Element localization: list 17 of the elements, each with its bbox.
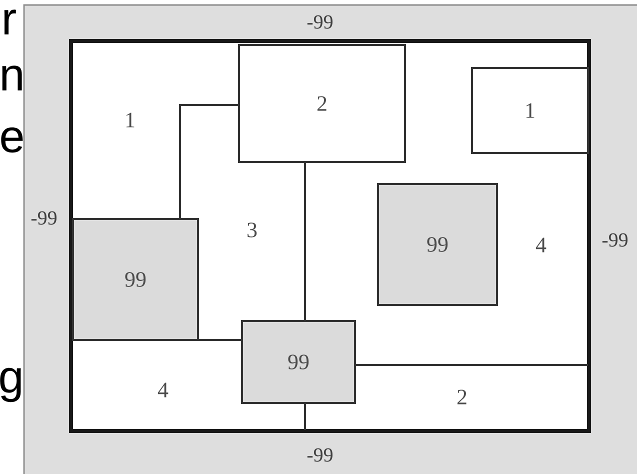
region-box: 2: [238, 44, 406, 163]
boundary-value: -99: [602, 233, 628, 247]
region-value: 1: [126, 112, 134, 128]
text-fragment: g: [0, 368, 21, 402]
region-value: 4: [536, 238, 546, 252]
text-fragment: r: [4, 10, 16, 34]
text-fragment: n: [2, 66, 22, 90]
region-box: 99: [241, 320, 356, 404]
region-box: 99: [72, 218, 199, 341]
region-value: 4: [158, 382, 168, 398]
text-fragment: e: [1, 127, 23, 153]
boundary-value: -99: [307, 448, 332, 462]
region-box: 99: [377, 183, 498, 306]
boundary-value: -99: [31, 211, 56, 225]
region-value: 3: [248, 222, 257, 238]
region-box: 1: [471, 67, 589, 154]
region-value: 2: [457, 390, 466, 404]
